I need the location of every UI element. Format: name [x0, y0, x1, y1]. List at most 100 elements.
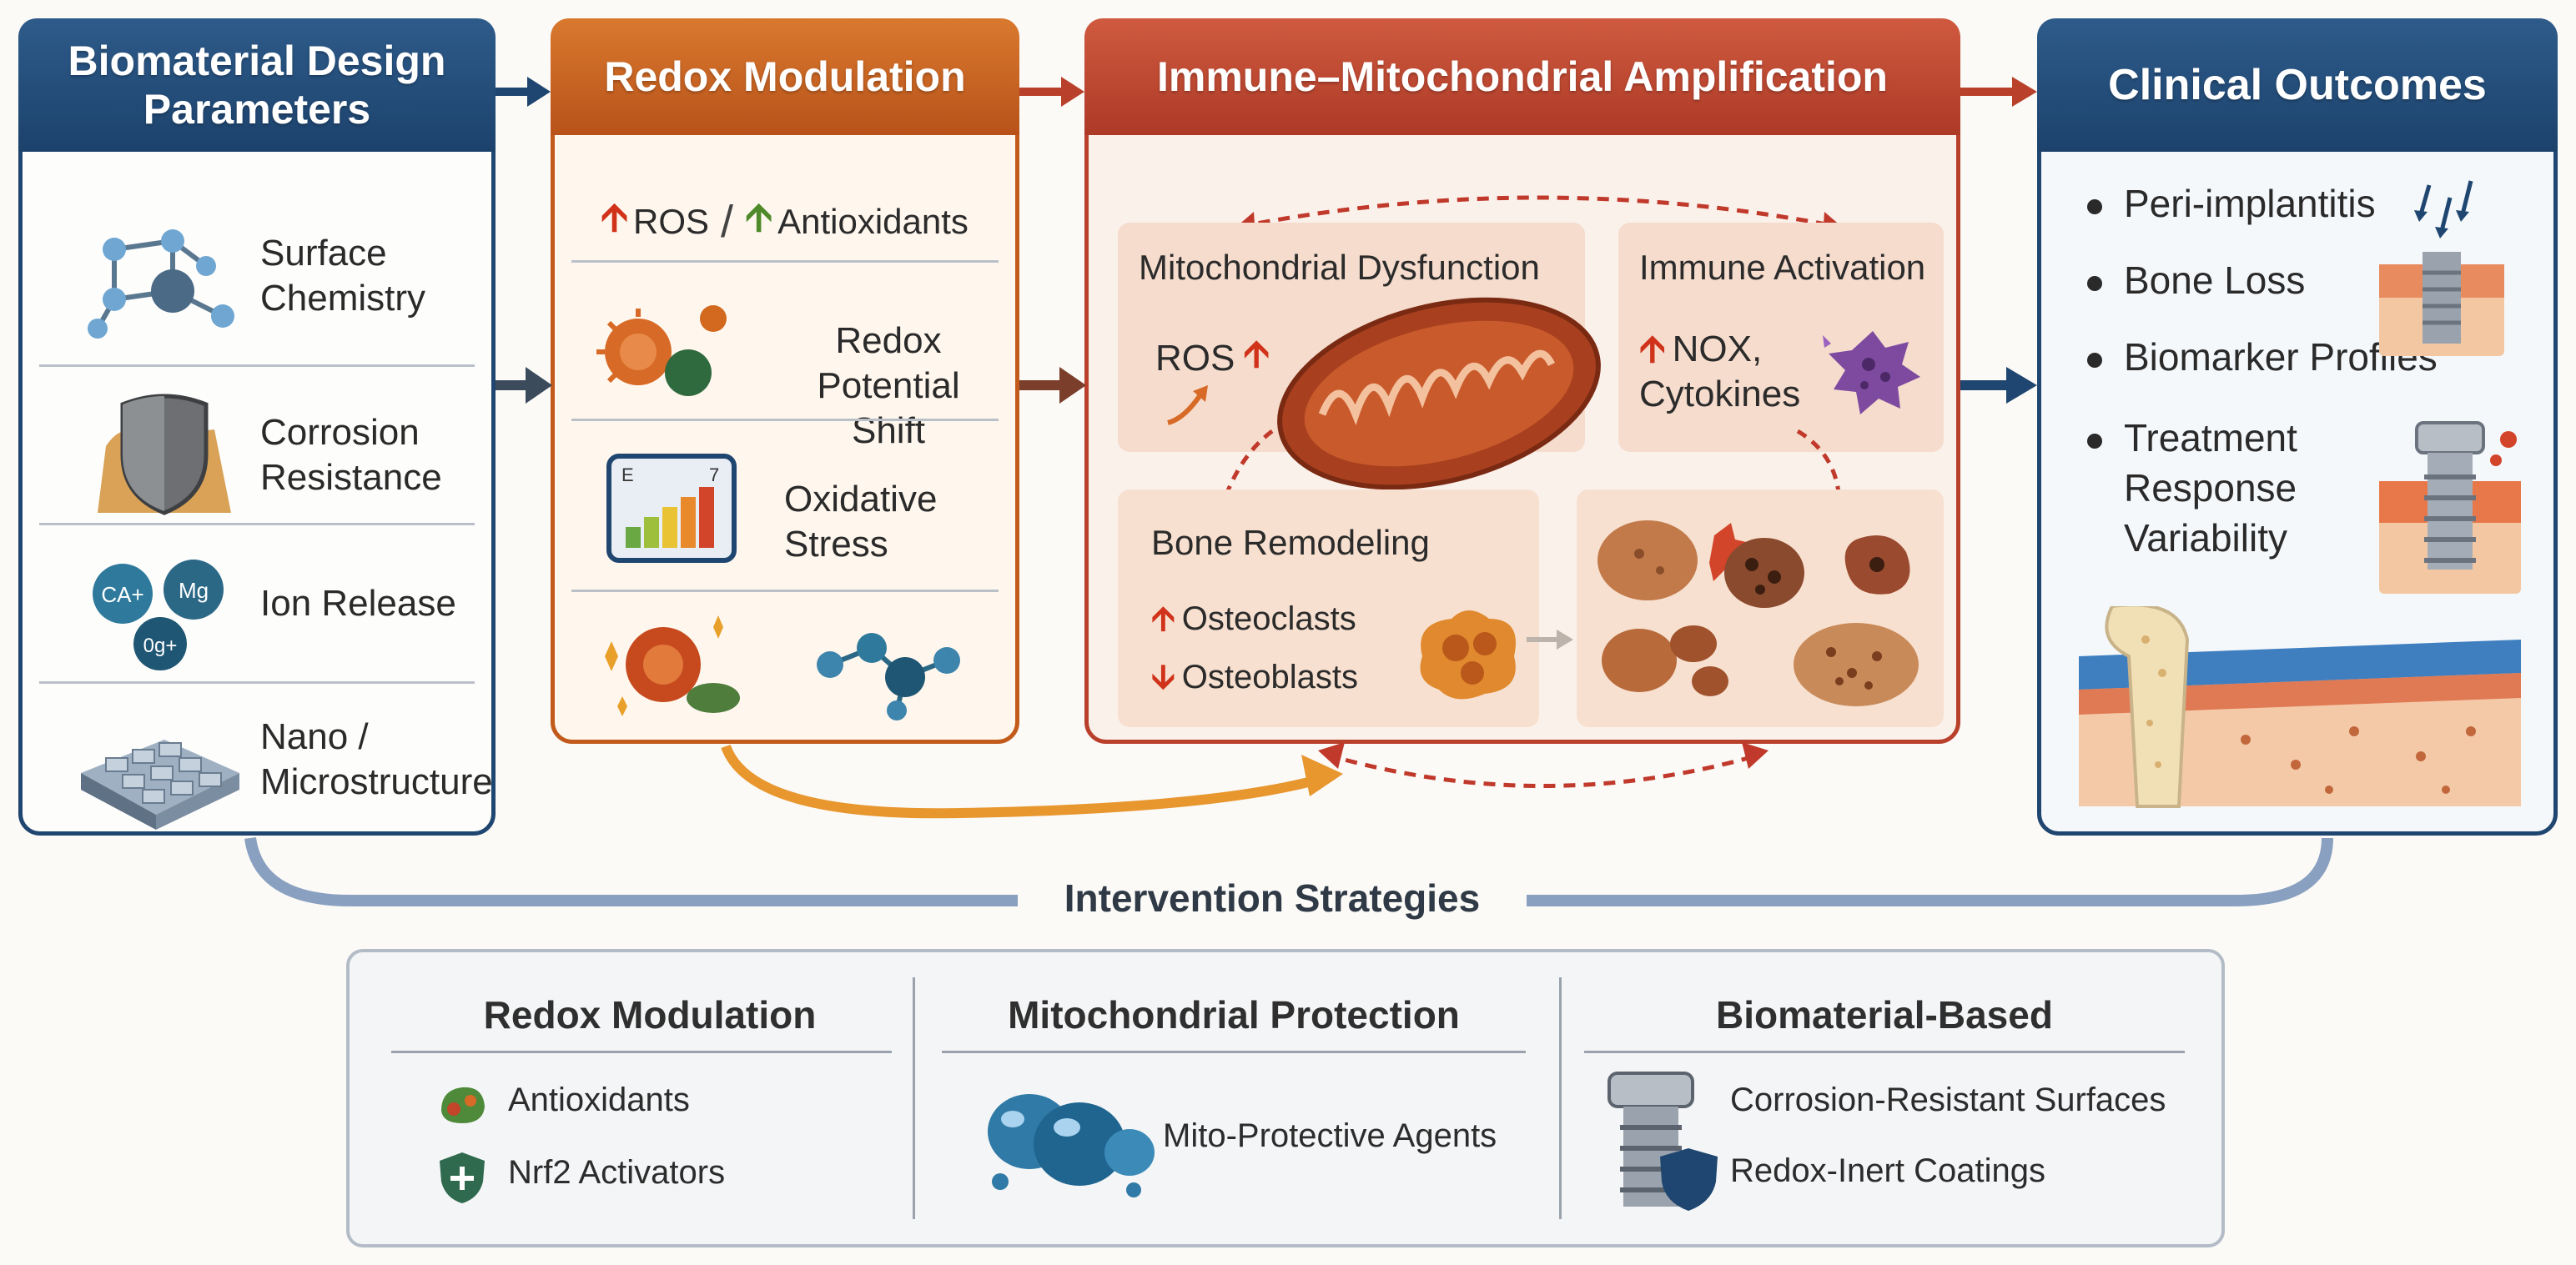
potential-shift-label-2: Potential Shift [817, 365, 960, 451]
design-divider [39, 364, 475, 367]
arrow-middle-1 [526, 367, 552, 404]
osteoclasts-label: Osteoclasts [1181, 600, 1356, 637]
ion-label-mg: Mg [179, 578, 209, 603]
redox-title: Redox Modulation [604, 53, 966, 100]
arrow-middle-2 [1059, 367, 1086, 404]
arrow-redox-to-amplification [1061, 77, 1084, 107]
gauge-label-e: E [621, 464, 634, 485]
immune-activation-title: Immune Activation [1639, 248, 1926, 287]
antioxidant-molecule-icon [817, 633, 960, 720]
intervention-corrosion-resistant: Corrosion-Resistant Surfaces [1730, 1082, 2166, 1118]
ion-release-label: Ion Release [260, 583, 456, 624]
design-parameters-header: Biomaterial Design Parameters [18, 18, 496, 152]
osteoclast-icon [1420, 610, 1516, 700]
outcome-item: Treatment Response Variability [2087, 413, 2297, 563]
implant-icon [2379, 421, 2521, 594]
col-underline [942, 1051, 1526, 1053]
outcomes-title: Clinical Outcomes [2108, 61, 2487, 109]
antioxidants-label: Antioxidants [777, 202, 969, 241]
bar-gauge-icon: E 7 [606, 454, 737, 563]
shield-icon [98, 394, 231, 515]
ion-label-og: 0g+ [143, 635, 178, 657]
up-arrow-icon: 🡩 [745, 195, 773, 238]
arrow-design-to-redox [527, 77, 551, 107]
intervention-col-biomaterial-title: Biomaterial-Based [1716, 993, 2053, 1037]
design-item-ion-release: CA+ Mg 0g+ Ion Release [23, 531, 491, 690]
ros-label: ROS [633, 202, 710, 241]
ros-antioxidants-row: 🡩 ROS / 🡩 Antioxidants [601, 189, 969, 254]
bullet-dot [2087, 198, 2102, 214]
gauge-label-7: 7 [709, 464, 719, 485]
amplification-header: Immune–Mitochondrial Amplification [1084, 18, 1960, 135]
oxidative-label-1: Oxidative [784, 479, 938, 520]
bullet-dot [2087, 352, 2102, 368]
up-arrow-icon: 🡩 [1243, 334, 1270, 374]
bottom-cycle-arrow [1326, 752, 1761, 788]
intervention-nrf2: Nrf2 Activators [508, 1154, 726, 1191]
particles-icon [596, 305, 727, 396]
cytokines-label: Cytokines [1639, 374, 1801, 414]
potential-shift-label-1: Redox [835, 320, 942, 361]
treatment-label-3: Variability [2124, 516, 2287, 560]
ions-icon: CA+ Mg 0g+ [93, 560, 224, 670]
bullet-dot [2087, 433, 2102, 449]
surface-label-1: Surface [260, 233, 387, 274]
design-divider [39, 523, 475, 525]
nanostructure-icon [81, 740, 239, 830]
down-arrow-icon: 🡫 [1151, 659, 1175, 695]
treatment-label-1: Treatment [2124, 416, 2297, 459]
bone-remodeling-title: Bone Remodeling [1151, 523, 1430, 562]
design-item-surface-chemistry: Surface Chemistry [23, 189, 491, 373]
intervention-antioxidants: Antioxidants [508, 1082, 690, 1118]
amplification-title: Immune–Mitochondrial Amplification [1157, 53, 1888, 100]
amplification-panel: Immune–Mitochondrial Amplification Mitoc… [1084, 18, 1960, 744]
redox-divider [571, 419, 999, 421]
implant-shield-icon [1607, 1072, 1718, 1211]
nrf2-shield-icon [440, 1152, 485, 1203]
outcome-peri-implantitis: Peri-implantitis [2124, 182, 2376, 225]
outcome-item: Peri-implantitis [2087, 181, 2376, 226]
mito-protective-icon [988, 1094, 1155, 1197]
treatment-label-2: Response [2124, 466, 2297, 510]
intervention-strategies-box: Redox Modulation Antioxidants Nrf2 Activ… [346, 949, 2225, 1247]
outcome-item: Bone Loss [2087, 258, 2305, 303]
redox-item-oxidative-stress: E 7 Oxidative Stress [555, 427, 1015, 585]
redox-modulation-header: Redox Modulation [551, 18, 1019, 135]
up-arrow-icon: 🡩 [1151, 600, 1175, 637]
gray-arrow-icon [1527, 630, 1573, 650]
intervention-bracket-right [1527, 837, 2333, 906]
oxidative-label-2: Stress [784, 524, 888, 565]
nano-label-2: Microstructure [260, 761, 493, 802]
nox-label: NOX, [1672, 329, 1763, 369]
intervention-mito-protective: Mito-Protective Agents [1163, 1117, 1497, 1154]
immune-cell-icon [1823, 331, 1920, 414]
bone-cells-illustration [1597, 520, 1919, 706]
immune-activation-text: 🡩NOX, Cytokines [1639, 327, 1800, 417]
up-arrow-icon: 🡩 [601, 195, 629, 238]
design-item-nanostructure: Nano / Microstructure [23, 690, 493, 840]
mito-ros-row: ROS 🡩 [1155, 327, 1270, 389]
intervention-title: Intervention Strategies [1064, 876, 1481, 920]
surface-label-2: Chemistry [260, 278, 426, 319]
curved-arrow-icon [1167, 385, 1208, 425]
osteoblasts-label: Osteoblasts [1181, 659, 1358, 695]
redox-divider [571, 590, 999, 592]
mitochondrion-icon [1277, 297, 1601, 490]
arrow-amplification-to-outcomes [2012, 77, 2037, 107]
col-underline [391, 1051, 892, 1053]
implant-inflammation-icon [2379, 180, 2504, 356]
design-item-corrosion-resistance: Corrosion Resistance [23, 373, 491, 540]
mito-dysfunction-title: Mitochondrial Dysfunction [1139, 248, 1540, 287]
outcome-bone-loss: Bone Loss [2124, 259, 2306, 302]
bone-remodeling-box: Bone Remodeling 🡩Osteoclasts 🡫Osteoblast… [1118, 489, 1539, 727]
ion-label-ca: CA+ [101, 582, 143, 607]
nano-label-1: Nano / [260, 716, 369, 757]
redox-feedback-arrow [721, 744, 1320, 819]
slash-divider: / [721, 197, 734, 247]
design-title-line1: Biomaterial Design [68, 38, 446, 84]
intervention-redox-inert: Redox-Inert Coatings [1730, 1152, 2045, 1189]
design-parameters-panel: Biomaterial Design Parameters Surface Ch… [18, 18, 496, 836]
up-arrow-icon: 🡩 [1639, 329, 1666, 369]
clinical-outcomes-panel: Clinical Outcomes Peri-implantitis Bone … [2037, 18, 2558, 836]
